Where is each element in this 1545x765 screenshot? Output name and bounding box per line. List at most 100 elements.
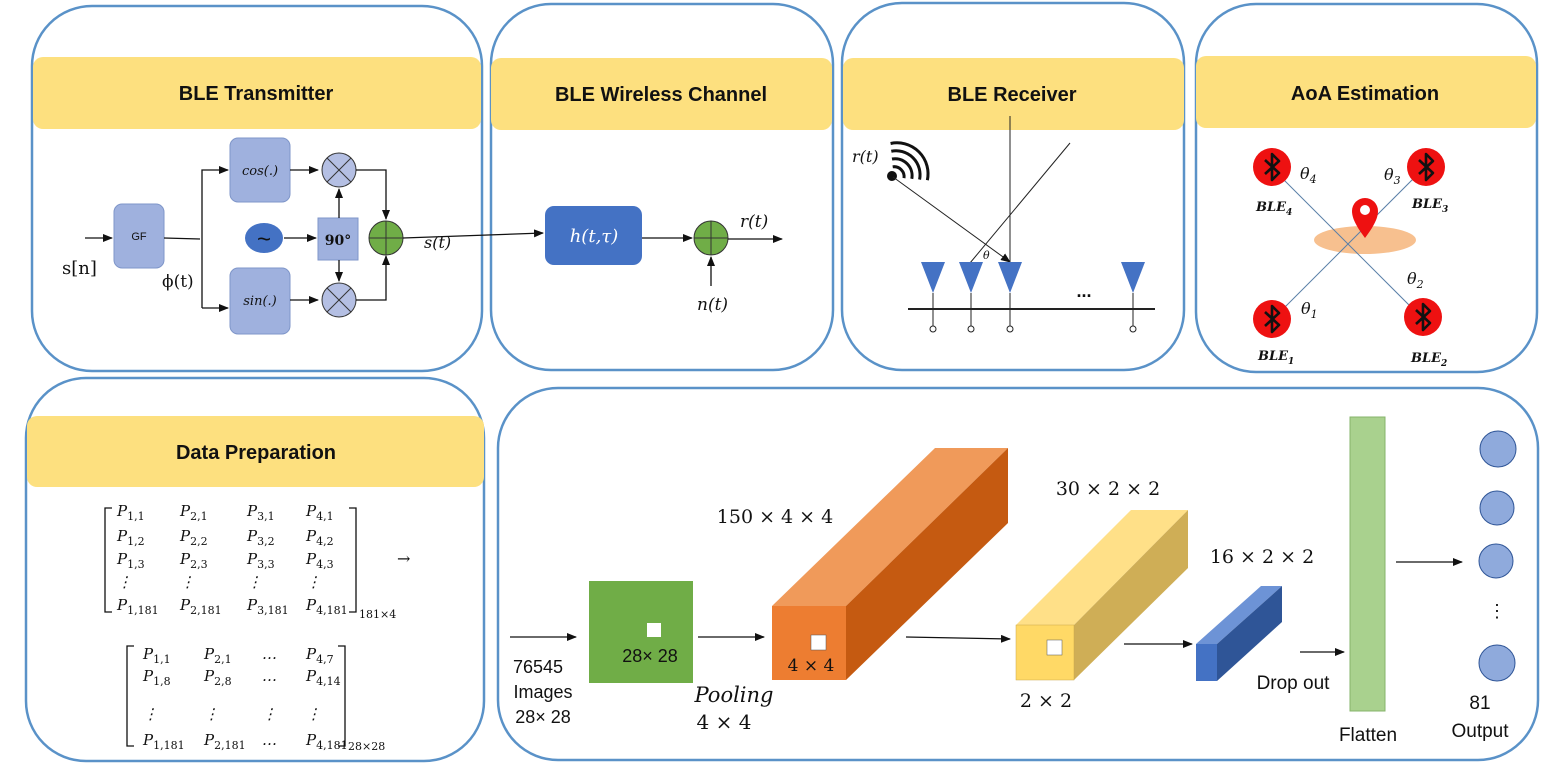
beacon-label-1: BLE1 [1257,349,1294,367]
matrix-cell: P1,181 [116,596,159,617]
output-node [1479,430,1517,468]
bluetooth-icon [1406,147,1446,187]
matrix-cell: P2,1 [203,645,232,666]
incident-ray [892,176,1011,263]
gf-block [113,203,165,269]
receiver-title: BLE Receiver [948,84,1077,106]
antenna-icon [998,262,1022,333]
flatten-layer [1349,416,1386,712]
channel-banner [491,58,832,130]
matrix-cell: P2,8 [203,667,232,688]
block3-dims: 16 × 2 × 2 [1210,546,1314,568]
antenna-icon [959,262,983,333]
cnn-frame [496,386,1540,762]
matrix2-size: 28×28 [348,740,385,753]
matrix-cell: P4,3 [305,550,334,571]
block1-inner: 4 × 4 [788,656,835,676]
summer-noise [693,220,729,256]
matrix-cell: P3,1 [246,502,275,523]
phase-shift-block [317,217,359,261]
matrix-cell: P2,181 [203,731,246,752]
matrix-cell: P4,1 [305,502,334,523]
mixer-bottom [321,282,357,318]
data-prep-title: Data Preparation [176,442,336,464]
bluetooth-icon [1403,297,1443,337]
dropout-label: Drop out [1257,673,1331,694]
matrix1-left-bracket [104,507,112,613]
antenna-array [921,262,1145,333]
phase-shift-label: 90° [325,233,351,249]
receiver-panel: BLE Receiver r(t) θ [840,1,1186,372]
theta-3: θ3 [1384,165,1401,187]
input-count: 76545 [513,657,563,677]
location-pin-icon [1352,198,1378,238]
gf-label: GF [131,231,147,243]
matrix-cell: P3,3 [246,550,275,571]
matrix-cell: P3,2 [246,527,275,548]
channel-panel: BLE Wireless Channel h(t,τ) r(t) n(t) [489,2,835,372]
conv-label: 28× 28 [622,646,678,666]
output-word: Output [1451,721,1509,742]
matrix-cell: P4,181 [305,731,348,752]
oscillator-icon [245,223,283,253]
summer-tx [368,220,404,256]
bearing-line-3-1 [1272,166,1426,320]
sin-block [229,267,291,335]
bluetooth-icon [1252,147,1292,187]
beacon-label-2: BLE2 [1410,351,1447,369]
matrix-cell: P3,181 [246,596,289,617]
matrix-cell: … [262,667,277,685]
matrix-cell: P1,181 [142,731,185,752]
matrix-cell: P2,2 [179,527,208,548]
oscillator-symbol: ~ [257,226,271,253]
phi-label: ϕ(t) [162,272,194,292]
conv-kernel [647,623,661,637]
channel-output-label: r(t) [740,212,768,232]
angle-theta: θ [983,249,990,262]
block2-kernel [1046,639,1063,656]
aoa-title: AoA Estimation [1291,83,1439,105]
matrix-cell: ⋮ [306,705,321,723]
theta-4: θ4 [1300,164,1317,186]
cos-label: cos(.) [242,164,278,179]
matrix2-right-bracket [338,645,346,747]
matrix-cell: P1,3 [116,550,145,571]
transmitter-title: BLE Transmitter [179,83,334,105]
aoa-panel: AoA Estimation BLE4 BLE3 BLE1 BLE2 θ4 θ3… [1194,2,1539,374]
matrix-cell: … [262,645,277,663]
matrix-cell: P4,7 [305,645,334,666]
matrix-cell: P4,2 [305,527,334,548]
matrix-cell: ⋮ [247,573,262,591]
matrix-cell: P1,8 [142,667,171,688]
flatten-label: Flatten [1339,725,1397,746]
pooling-size: 4 × 4 [697,710,752,734]
position-area [1314,226,1416,254]
receiver-banner [843,58,1184,130]
matrix2-left-bracket [126,645,134,747]
matrix1-size: 181×4 [359,608,396,621]
block2-dims: 30 × 2 × 2 [1056,478,1160,500]
st-link-arrow [402,229,544,239]
data-prep-banner [27,416,484,487]
conv-input-image [589,581,693,683]
input-size: 28× 28 [515,707,571,727]
theta-2: θ2 [1407,269,1424,291]
antenna-icon [921,262,945,333]
matrix-cell: … [262,731,277,749]
matrix-cell: P4,181 [305,596,348,617]
output-count: 81 [1469,693,1490,714]
split-upper [201,166,229,308]
output-node [1479,490,1515,526]
feature-block-30 [1015,510,1188,681]
noise-label: n(t) [697,295,728,315]
antenna-ellipsis: ... [1076,281,1091,301]
matrix-cell: ⋮ [262,705,277,723]
tx-output-label: s(t) [424,233,451,252]
feature-block-150 [772,448,1008,680]
rx-signal-label: r(t) [852,147,879,166]
matrix-cell: ⋮ [306,573,321,591]
matrix-cell: ⋮ [204,705,219,723]
matrix-cell: P4,14 [305,667,341,688]
